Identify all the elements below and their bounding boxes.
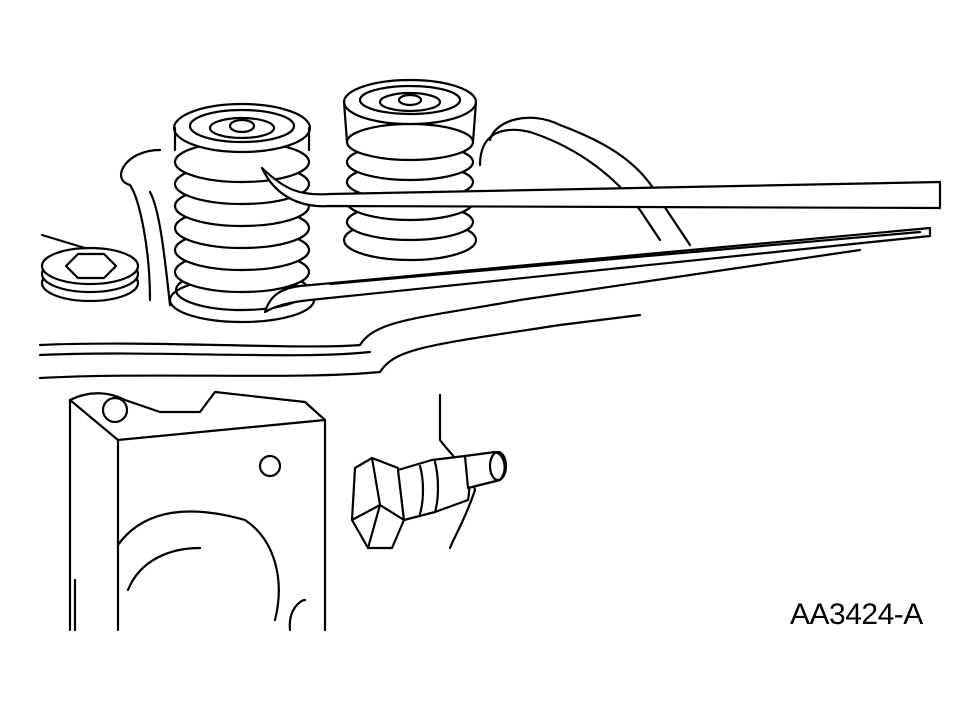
hex-socket-plug	[40, 246, 140, 303]
figure-label: AA3424-A	[790, 598, 923, 631]
spring-compressor-tool	[260, 166, 942, 314]
engine-block-casting	[68, 390, 327, 632]
lash-adjuster-stem	[350, 393, 508, 550]
cylinder-head-outline	[38, 116, 862, 380]
valve-spring-left	[168, 102, 316, 324]
valve-spring-right	[342, 78, 478, 262]
